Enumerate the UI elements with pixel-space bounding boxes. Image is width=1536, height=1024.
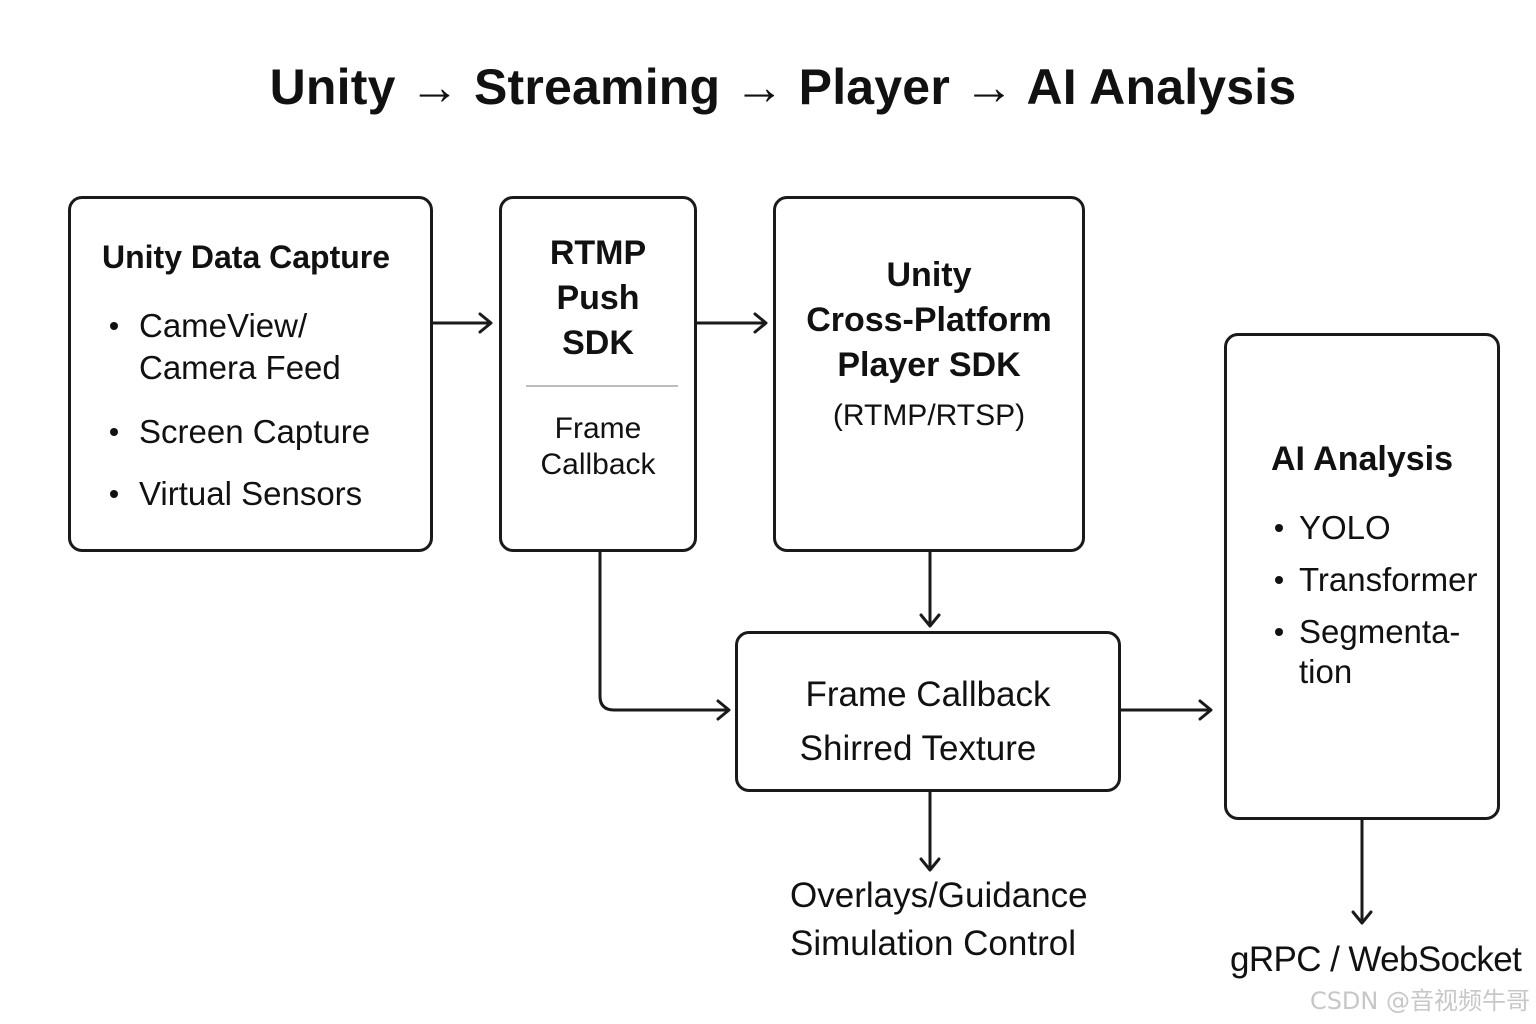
capture-item-screen: Screen Capture bbox=[110, 411, 370, 453]
frame-callback-text: Frame Callback Shirred Texture bbox=[799, 675, 1051, 768]
ai-item-yolo: YOLO bbox=[1275, 508, 1477, 548]
diagram-title: Unity → Streaming → Player → AI Analysis bbox=[269, 59, 1297, 115]
bullet-icon bbox=[1275, 576, 1283, 584]
capture-item-cameview: CameView/ Camera Feed bbox=[110, 305, 370, 389]
bullet-icon bbox=[110, 322, 118, 330]
player-sdk-protocols: (RTMP/RTSP) bbox=[832, 399, 1026, 432]
ai-item-segmentation: Segmenta- tion bbox=[1275, 612, 1477, 692]
arrow-callback-to-ai bbox=[1119, 699, 1213, 721]
arrow-push-to-player bbox=[695, 312, 768, 334]
ai-model-list: YOLO Transformer Segmenta- tion bbox=[1275, 508, 1477, 692]
frame-callback-box: Frame Callback Shirred Texture bbox=[735, 631, 1121, 792]
capture-list: CameView/ Camera Feed Screen Capture Vir… bbox=[110, 305, 370, 515]
unity-data-capture-title: Unity Data Capture bbox=[102, 239, 391, 275]
grpc-websocket-label: gRPC / WebSocket bbox=[1230, 940, 1522, 979]
bullet-icon bbox=[110, 490, 118, 498]
rtmp-push-sdk-box: RTMP Push SDK Frame Callback bbox=[499, 196, 697, 552]
arrow-push-to-callback bbox=[598, 550, 731, 721]
arrow-player-to-callback bbox=[919, 550, 941, 628]
rtmp-push-sdk-title: RTMP Push SDK bbox=[549, 234, 647, 362]
rtmp-divider bbox=[526, 385, 678, 387]
unity-data-capture-box: Unity Data Capture CameView/ Camera Feed… bbox=[68, 196, 433, 552]
overlays-simulation-label: Overlays/Guidance Simulation Control bbox=[790, 876, 1088, 963]
bullet-icon bbox=[110, 428, 118, 436]
bullet-icon bbox=[1275, 524, 1283, 532]
csdn-watermark: CSDN @音视频牛哥 bbox=[1309, 987, 1530, 1015]
arrow-callback-to-overlays bbox=[919, 790, 941, 872]
ai-item-transformer: Transformer bbox=[1275, 560, 1477, 600]
player-sdk-title: Unity Cross-Platform Player SDK bbox=[806, 256, 1052, 384]
rtmp-frame-callback-label: Frame Callback bbox=[540, 412, 656, 481]
bullet-icon bbox=[1275, 628, 1283, 636]
arrow-ai-to-grpc bbox=[1351, 818, 1373, 925]
player-sdk-box: Unity Cross-Platform Player SDK (RTMP/RT… bbox=[773, 196, 1085, 552]
capture-item-sensors: Virtual Sensors bbox=[110, 473, 370, 515]
ai-analysis-box: AI Analysis YOLO Transformer Segmenta- t… bbox=[1224, 333, 1500, 820]
ai-analysis-title: AI Analysis bbox=[1270, 440, 1454, 478]
arrow-capture-to-push bbox=[431, 312, 493, 334]
